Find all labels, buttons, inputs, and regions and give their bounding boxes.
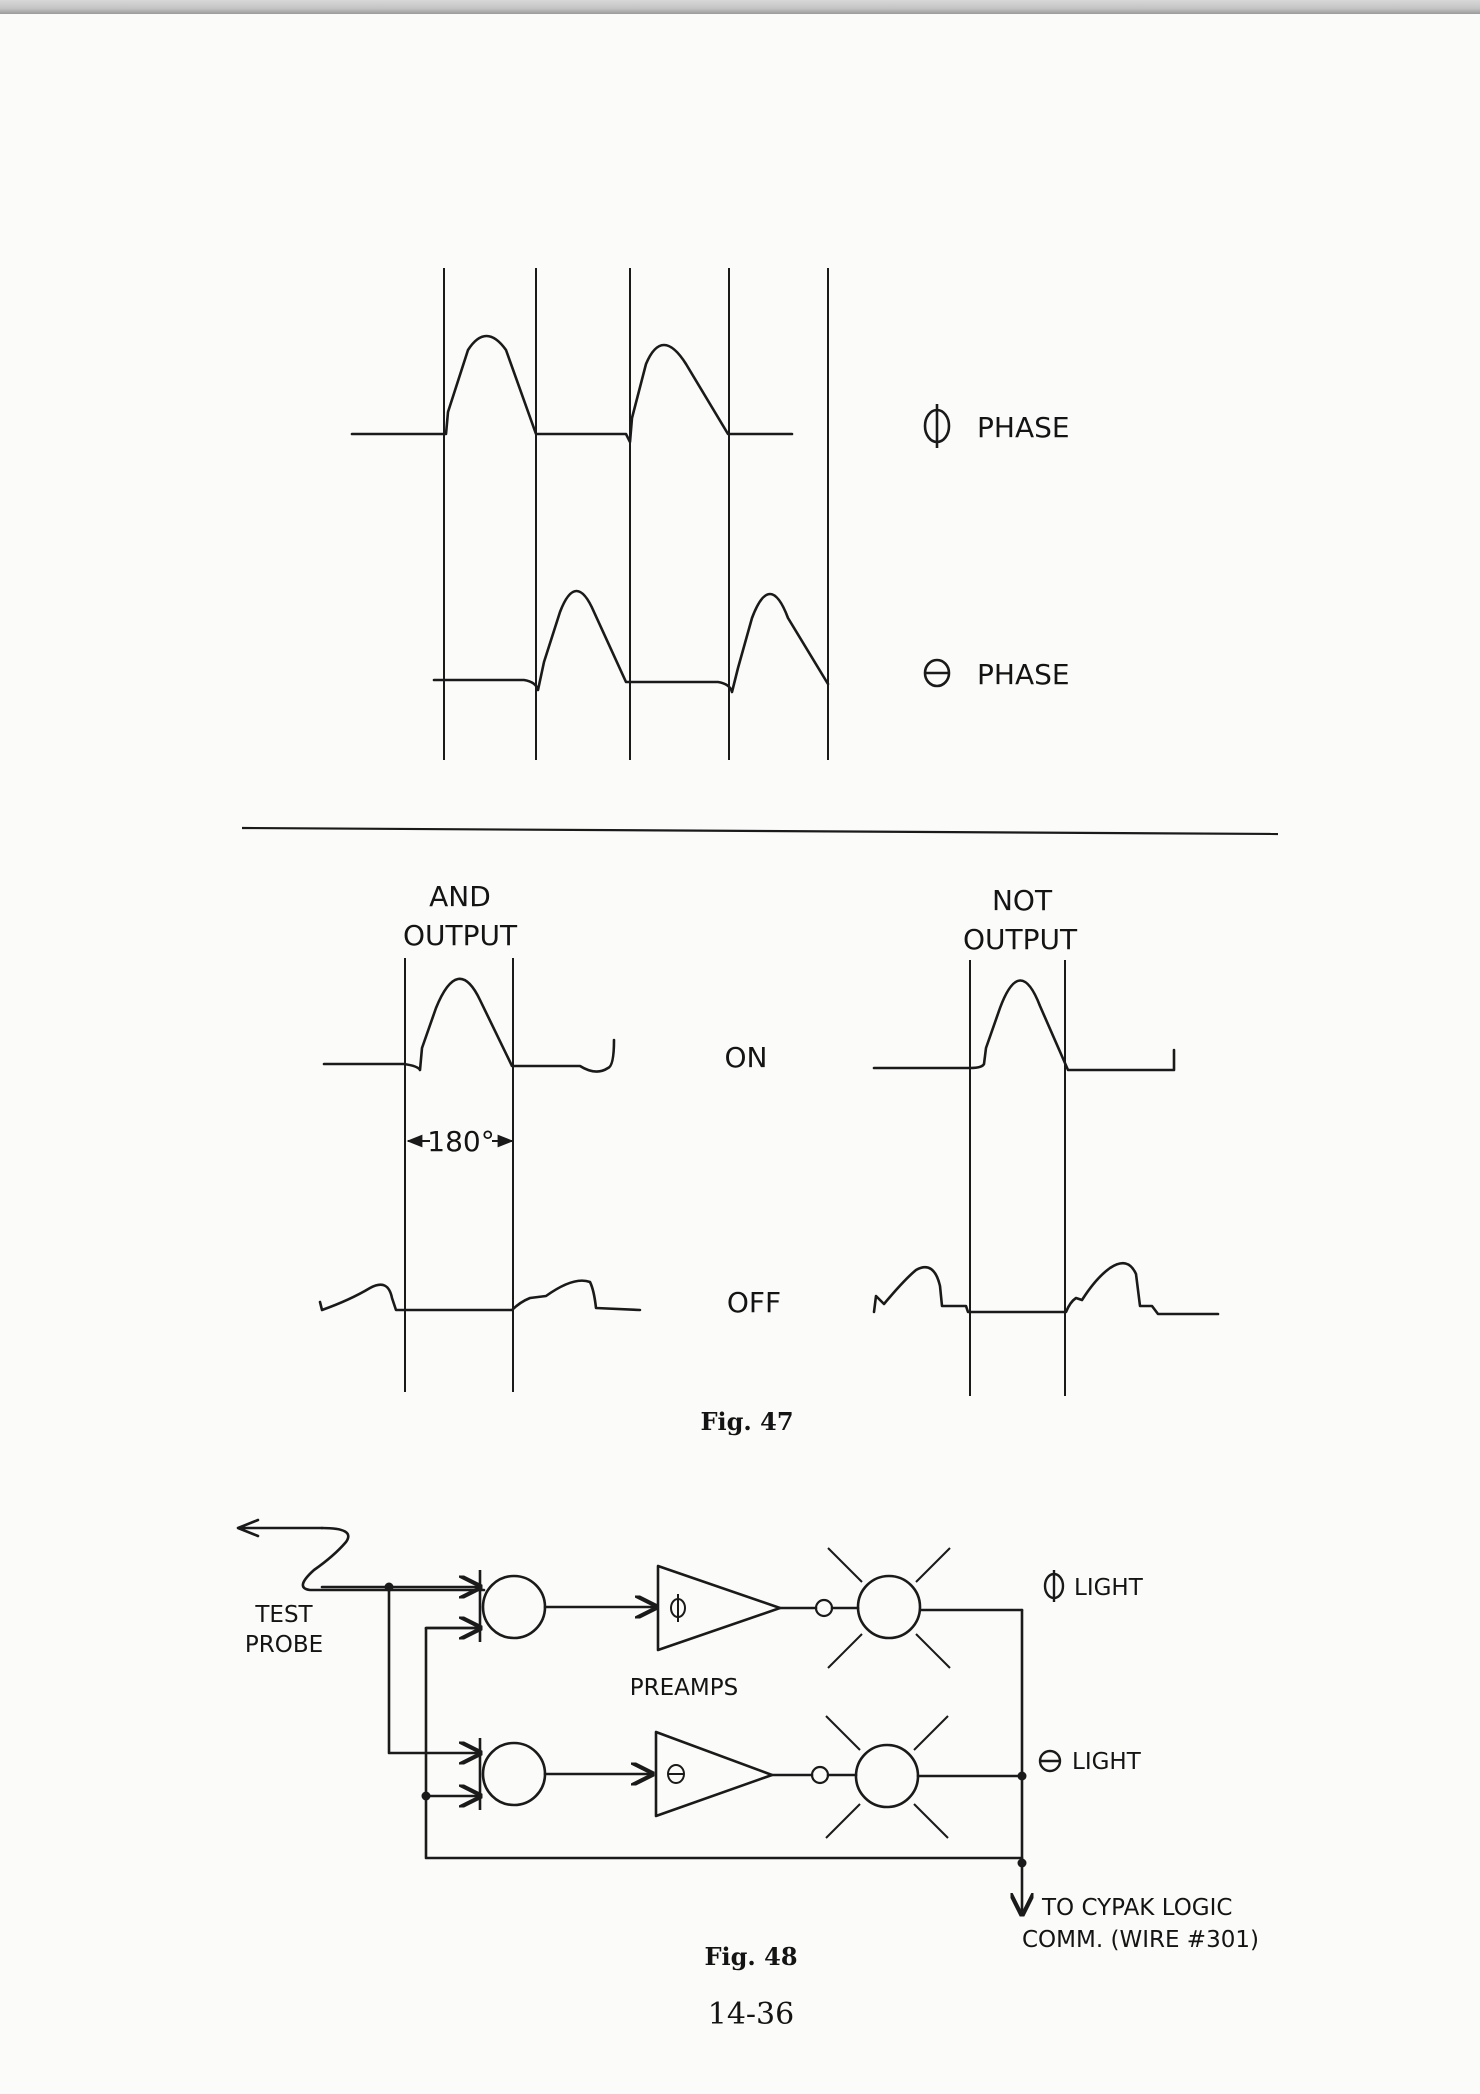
- fig48-diagram: TEST PROBE: [236, 1518, 1259, 1971]
- test-probe-cable: [236, 1518, 486, 1592]
- phi-light-label: LIGHT: [1043, 1570, 1144, 1602]
- theta-phase-text: PHASE: [977, 658, 1070, 691]
- timing-vertical-lines: [443, 268, 829, 760]
- phi-gate-circle: [481, 1574, 547, 1640]
- phi-phase-label: PHASE: [923, 404, 1070, 448]
- not-output-line1: NOT: [992, 884, 1053, 917]
- theta-light-text: LIGHT: [1072, 1749, 1142, 1775]
- theta-phase-waveform: [432, 589, 830, 694]
- theta-symbol-icon: [923, 658, 951, 688]
- angle-label: 180°: [427, 1125, 494, 1158]
- logic-line1: TO CYPAK LOGIC: [1041, 1895, 1232, 1921]
- preamp-theta-symbol-icon: [667, 1764, 685, 1784]
- phi-light-bulb-icon: [827, 1547, 951, 1669]
- section-divider: [241, 826, 1279, 836]
- not-output-vertical-lines: [969, 960, 1066, 1396]
- phi-lamp: [778, 1547, 1024, 1669]
- not-off-waveform: [872, 1261, 1220, 1316]
- preamps-label: PREAMPS: [630, 1675, 738, 1701]
- phi-phase-text: PHASE: [977, 411, 1070, 444]
- not-on-waveform: [872, 979, 1176, 1072]
- logic-line2: COMM. (WIRE #301): [1022, 1927, 1259, 1953]
- fig48-caption: Fig. 48: [704, 1942, 797, 1971]
- theta-lamp: [770, 1715, 1027, 1839]
- and-output-line1: AND: [429, 880, 491, 913]
- not-output-line2: OUTPUT: [963, 923, 1078, 956]
- and-on-waveform: [322, 977, 616, 1073]
- test-probe-line1: TEST: [254, 1602, 313, 1628]
- theta-preamp: [654, 1730, 774, 1818]
- and-output-vertical-lines: [404, 958, 514, 1392]
- theta-light-bulb-icon: [825, 1715, 949, 1839]
- phi-preamp: [656, 1564, 782, 1652]
- phi-light-text: LIGHT: [1074, 1575, 1144, 1601]
- phi-symbol-icon: [923, 404, 951, 448]
- phase-timing-diagram: PHASE PHASE: [350, 268, 1070, 760]
- logic-common-output: TO CYPAK LOGIC COMM. (WIRE #301): [1018, 1856, 1259, 1953]
- phi-light-symbol-icon: [1043, 1570, 1065, 1602]
- off-label: OFF: [727, 1286, 781, 1319]
- theta-phase-label: PHASE: [923, 658, 1070, 691]
- on-label: ON: [725, 1041, 768, 1074]
- theta-gate-circle: [481, 1741, 547, 1807]
- theta-light-symbol-icon: [1038, 1749, 1062, 1773]
- angle-span-indicator: 180°: [406, 1125, 514, 1158]
- fig47-caption: Fig. 47: [700, 1407, 793, 1436]
- page-top-edge: [0, 0, 1480, 14]
- phi-phase-waveform: [350, 334, 794, 444]
- theta-light-label: LIGHT: [1038, 1749, 1142, 1775]
- test-probe-line2: PROBE: [245, 1632, 323, 1658]
- page-number: 14-36: [708, 1997, 794, 2032]
- preamp-phi-symbol-icon: [670, 1594, 686, 1622]
- fig47-diagram: AND OUTPUT NOT OUTPUT 180° ON OFF Fig. 4…: [318, 880, 1220, 1436]
- and-output-line2: OUTPUT: [403, 919, 518, 952]
- and-off-waveform: [318, 1279, 642, 1312]
